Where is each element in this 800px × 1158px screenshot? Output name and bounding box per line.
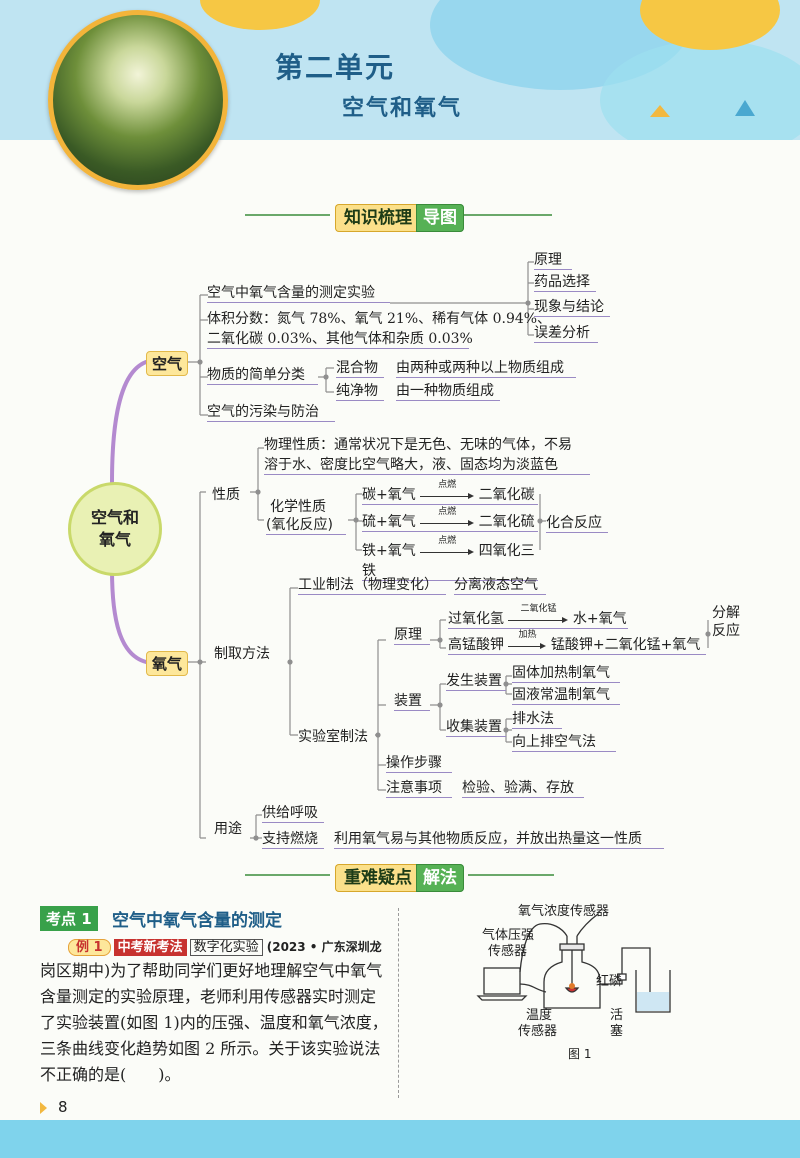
physical-line1: 物理性质：通常状况下是无色、无味的气体，不易 [264, 437, 572, 453]
collector-upward-air: 向上排空气法 [512, 731, 616, 752]
decomposition-reaction: 分解 反应 [712, 605, 740, 639]
apparatus: 装置 [394, 690, 430, 711]
node-air: 空气 [146, 351, 189, 376]
divider [468, 874, 554, 876]
industrial-desc: 分离液态空气 [454, 574, 546, 595]
mixture-desc: 由两种或两种以上物质组成 [396, 357, 576, 378]
divider [245, 214, 330, 216]
example-text-line5: 不正确的是( )。 [40, 1065, 181, 1084]
section-title-difficulty: 重难疑点解法 [335, 863, 464, 892]
section-title-knowledge: 知识梳理导图 [335, 203, 464, 232]
principle: 原理 [394, 624, 430, 645]
generator: 发生装置 [446, 670, 506, 691]
mixture: 混合物 [336, 357, 384, 378]
divider [462, 214, 552, 216]
reaction-carbon: 碳+氧气 点燃 二氧化碳 [362, 480, 538, 505]
footer-band [0, 1120, 800, 1158]
measure-item: 误差分析 [534, 322, 598, 343]
reaction-kmno4: 高锰酸钾 加热 锰酸钾+二氧化锰+氧气 [448, 630, 706, 655]
oxygen-property: 性质 [212, 487, 240, 503]
label-valve-line2: 塞 [610, 1024, 624, 1039]
use-combustion-desc: 利用氧气易与其他物质反应，并放出热量这一性质 [334, 828, 664, 849]
kaodian-badge: 考点 1 [40, 906, 98, 931]
label-o2-sensor: 氧气浓度传感器 [518, 904, 610, 919]
unit-subtitle: 空气和氧气 [342, 96, 463, 121]
node-oxygen: 氧气 [146, 651, 189, 676]
measure-item: 现象与结论 [534, 296, 610, 317]
decor-triangle [735, 100, 755, 116]
label-temp-line2: 传感器 [518, 1024, 558, 1039]
example-text-line3: 了实验装置(如图 1)内的压强、温度和氧气浓度， [40, 1013, 388, 1032]
unit-title: 第二单元 [275, 51, 396, 84]
decor-triangle [650, 105, 670, 117]
apparatus-diagram [476, 913, 671, 1013]
page-marker-icon [40, 1102, 47, 1114]
kaodian-title: 空气中氧气含量的测定 [112, 911, 282, 931]
label-temp-line1: 温度 [526, 1008, 553, 1023]
industrial-method: 工业制法（物理变化） [298, 574, 446, 595]
notes-desc: 检验、验满、存放 [462, 777, 584, 798]
physical-line2: 溶于水、密度比空气略大，液、固态均为淡蓝色 [264, 454, 590, 475]
air-volume-line2: 二氧化碳 0.03%、其他气体和杂质 0.03% [207, 331, 473, 349]
use-respiration: 供给呼吸 [262, 802, 324, 823]
reaction-h2o2: 过氧化氢 二氧化锰 水+氧气 [448, 604, 628, 629]
collector: 收集装置 [446, 716, 506, 737]
example-text-line4: 三条曲线变化趋势如图 2 所示。关于该实验说法 [40, 1039, 381, 1058]
mindmap-lines [110, 261, 711, 841]
page-number: 8 [58, 1098, 68, 1116]
example-text-line1: 岗区期中)为了帮助同学们更好地理解空气中氧气 [40, 961, 383, 980]
reaction-sulfur: 硫+氧气 点燃 二氧化硫 [362, 507, 538, 532]
forest-photo [48, 10, 228, 190]
chemical-line2: (氧化反应) [266, 514, 346, 535]
combination-reaction: 化合反应 [546, 512, 608, 533]
column-divider [398, 908, 399, 1098]
collector-water: 排水法 [512, 708, 562, 729]
notes: 注意事项 [386, 777, 452, 798]
oxygen-prep: 制取方法 [214, 646, 270, 662]
generator-solid-liquid: 固液常温制氧气 [512, 684, 620, 705]
figure-caption: 图 1 [568, 1047, 592, 1061]
pure-desc: 由一种物质组成 [396, 380, 500, 401]
label-pressure-line2: 传感器 [488, 944, 528, 959]
reaction-iron: 铁+氧气 点燃 四氧化三铁 [362, 536, 538, 581]
label-pressure-line1: 气体压强 [482, 928, 535, 943]
measure-item: 原理 [534, 249, 572, 270]
use-combustion: 支持燃烧 [262, 828, 324, 849]
label-valve-line1: 活 [610, 1008, 624, 1023]
divider [245, 874, 330, 876]
chemical-line1: 化学性质 [270, 499, 326, 515]
oxygen-use: 用途 [214, 821, 242, 837]
generator-solid-heat: 固体加热制氧气 [512, 662, 620, 683]
air-classify: 物质的简单分类 [207, 367, 318, 385]
operation-steps: 操作步骤 [386, 752, 452, 773]
pure-substance: 纯净物 [336, 380, 384, 401]
label-red-phosphorus: 红磷 [596, 974, 623, 989]
mindmap-center: 空气和氧气 [68, 482, 162, 576]
air-measure: 空气中氧气含量的测定实验 [207, 285, 390, 303]
decor-blob [600, 40, 800, 140]
example-text-line2: 含量测定的实验原理，老师利用传感器实时测定 [40, 987, 377, 1006]
air-volume-line1: 体积分数：氮气 78%、氧气 21%、稀有气体 0.94%、 [207, 311, 552, 327]
air-pollution: 空气的污染与防治 [207, 404, 335, 422]
measure-item: 药品选择 [534, 271, 596, 292]
lab-method: 实验室制法 [298, 729, 368, 745]
